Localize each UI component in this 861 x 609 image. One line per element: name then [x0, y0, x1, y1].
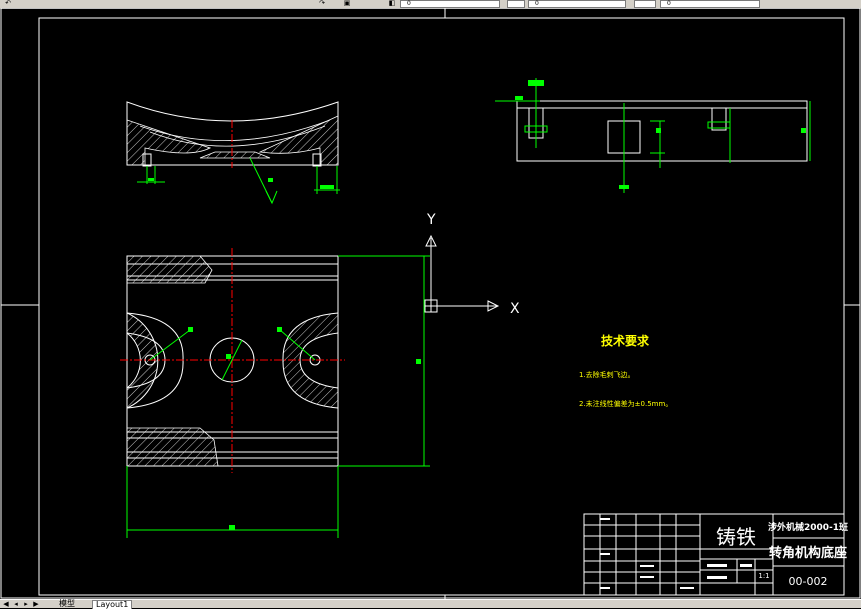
outer-frame: [0, 8, 861, 599]
tab-layout1[interactable]: Layout1: [92, 600, 133, 609]
material-text: 铸铁: [716, 525, 756, 549]
next-tab-button[interactable]: ▸: [24, 600, 28, 608]
axis-x-label: X: [510, 301, 520, 317]
notes-title: 技术要求: [601, 333, 650, 348]
technical-notes: 技术要求 1.去除毛刺飞边。 2.未注线性偏差为±0.5mm。: [579, 333, 672, 408]
linetype-dropdown-value: 0: [535, 0, 539, 7]
lineweight-dropdown-value: 0: [667, 0, 671, 7]
tab-model[interactable]: 模型: [59, 599, 75, 608]
scale-text: 1:1: [758, 572, 769, 580]
axis-y-label: Y: [426, 212, 436, 228]
inner-frame: [38, 17, 845, 596]
last-tab-button[interactable]: ▶: [33, 600, 39, 608]
lineweight-dropdown[interactable]: 0: [660, 0, 760, 8]
lineweight-toggle[interactable]: [634, 0, 656, 8]
layout-tabbar: ◀ ◂ ▸ ▶ 模型 Layout1: [0, 599, 861, 609]
prev-tab-button[interactable]: ◂: [14, 600, 18, 608]
part-name-text: 转角机构底座: [769, 545, 847, 561]
side-view: [495, 78, 811, 193]
ucs-icon: Y X: [424, 212, 520, 317]
layer-dropdown[interactable]: 0: [400, 0, 500, 8]
drawing-canvas[interactable]: Y X 技术要: [0, 8, 861, 599]
layer-icon[interactable]: ▣: [343, 0, 351, 7]
school-text: 涉外机械2000-1班: [768, 521, 848, 533]
first-tab-button[interactable]: ◀: [3, 600, 9, 608]
layer-dropdown-value: 0: [407, 0, 411, 7]
note-1: 1.去除毛刺飞边。: [579, 370, 635, 379]
properties-icon[interactable]: ◧: [388, 0, 396, 7]
note-2: 2.未注线性偏差为±0.5mm。: [579, 399, 672, 408]
color-dropdown[interactable]: [507, 0, 525, 8]
section-view: [126, 101, 340, 205]
plan-view: [120, 248, 430, 538]
title-block: 铸铁 涉外机械2000-1班 转角机构底座 1:1 00-002: [583, 513, 848, 596]
linetype-dropdown[interactable]: 0: [528, 0, 626, 8]
redo-icon[interactable]: ↷: [319, 0, 325, 7]
drawing-number: 00-002: [789, 575, 828, 588]
undo-icon[interactable]: ↶: [5, 0, 11, 7]
